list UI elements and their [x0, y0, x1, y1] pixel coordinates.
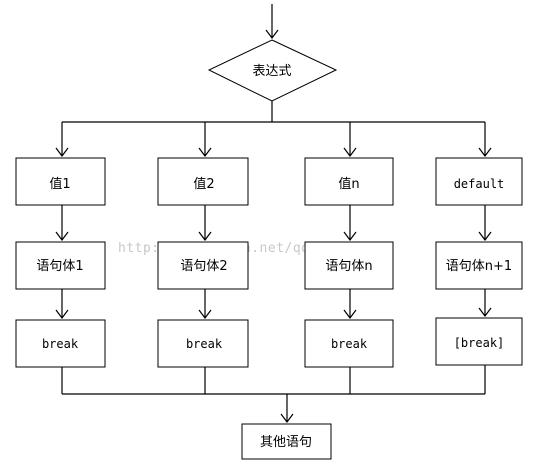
case-column-2: 值2 语句体2 break: [157, 122, 249, 368]
decision-label: 表达式: [252, 64, 291, 79]
case-column-3: 值n 语句体n break: [304, 122, 394, 368]
case-box-2: [157, 157, 249, 206]
break-label-3: break: [331, 337, 368, 351]
break-label-1: break: [42, 337, 79, 351]
body-box-3: [304, 241, 394, 290]
case-label-4: default: [454, 177, 505, 191]
body-label-2: 语句体2: [180, 259, 227, 274]
entry-arrow: [265, 4, 279, 39]
break-box-4: [435, 317, 523, 366]
case-box-1: [15, 157, 106, 206]
case-box-4: [435, 157, 523, 206]
branch-connector: [62, 101, 485, 123]
body-box-2: [157, 241, 249, 290]
case-column-4: default 语句体n+1 [break]: [435, 122, 523, 366]
body-box-1: [15, 241, 106, 290]
break-box-2: [157, 319, 249, 368]
break-box-3: [304, 319, 394, 368]
case-label-2: 值2: [193, 176, 214, 192]
end-node: 其他语句: [241, 423, 332, 460]
break-label-4: [break]: [454, 336, 505, 350]
body-label-1: 语句体1: [36, 259, 83, 274]
case-label-3: 值n: [338, 176, 359, 192]
body-label-3: 语句体n: [325, 259, 372, 274]
break-label-2: break: [186, 337, 223, 351]
case-label-1: 值1: [49, 176, 70, 192]
body-box-4: [435, 241, 523, 290]
break-box-1: [15, 319, 106, 368]
case-box-3: [304, 157, 394, 206]
case-column-1: 值1 语句体1 break: [15, 122, 106, 368]
decision-node: 表达式: [207, 39, 338, 102]
end-label: 其他语句: [260, 435, 312, 450]
merge-connector: [61, 365, 486, 423]
body-label-4: 语句体n+1: [446, 259, 512, 274]
